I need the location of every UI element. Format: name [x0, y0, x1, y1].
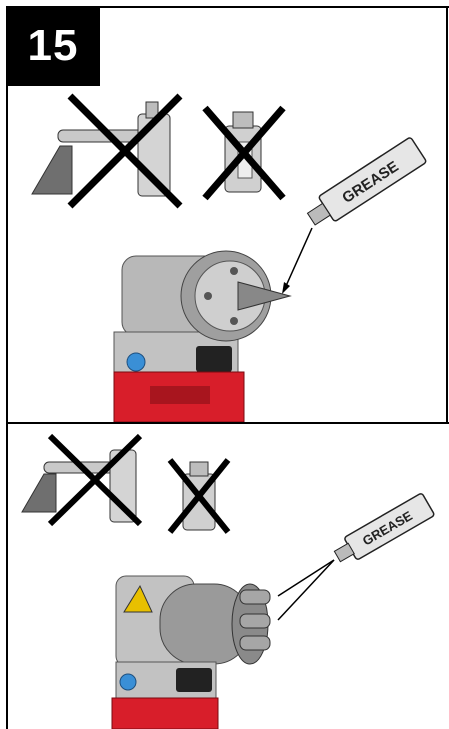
panel-bottom: GREASE	[0, 424, 449, 729]
grease-tube-icon: GREASE	[331, 493, 435, 568]
panel-top-illustration: GREASE	[0, 86, 449, 422]
tool-head-illustration	[114, 251, 290, 422]
faucet-icon	[32, 102, 170, 196]
grease-tube-icon: GREASE	[303, 137, 427, 232]
pointer-line	[286, 228, 312, 286]
panel-top: GREASE	[0, 86, 449, 422]
pointer-arrowhead	[282, 282, 290, 294]
step-number: 15	[28, 21, 79, 71]
panel-bottom-illustration: GREASE	[0, 424, 449, 729]
step-number-badge: 15	[6, 6, 100, 86]
tool-body-illustration	[112, 576, 270, 729]
